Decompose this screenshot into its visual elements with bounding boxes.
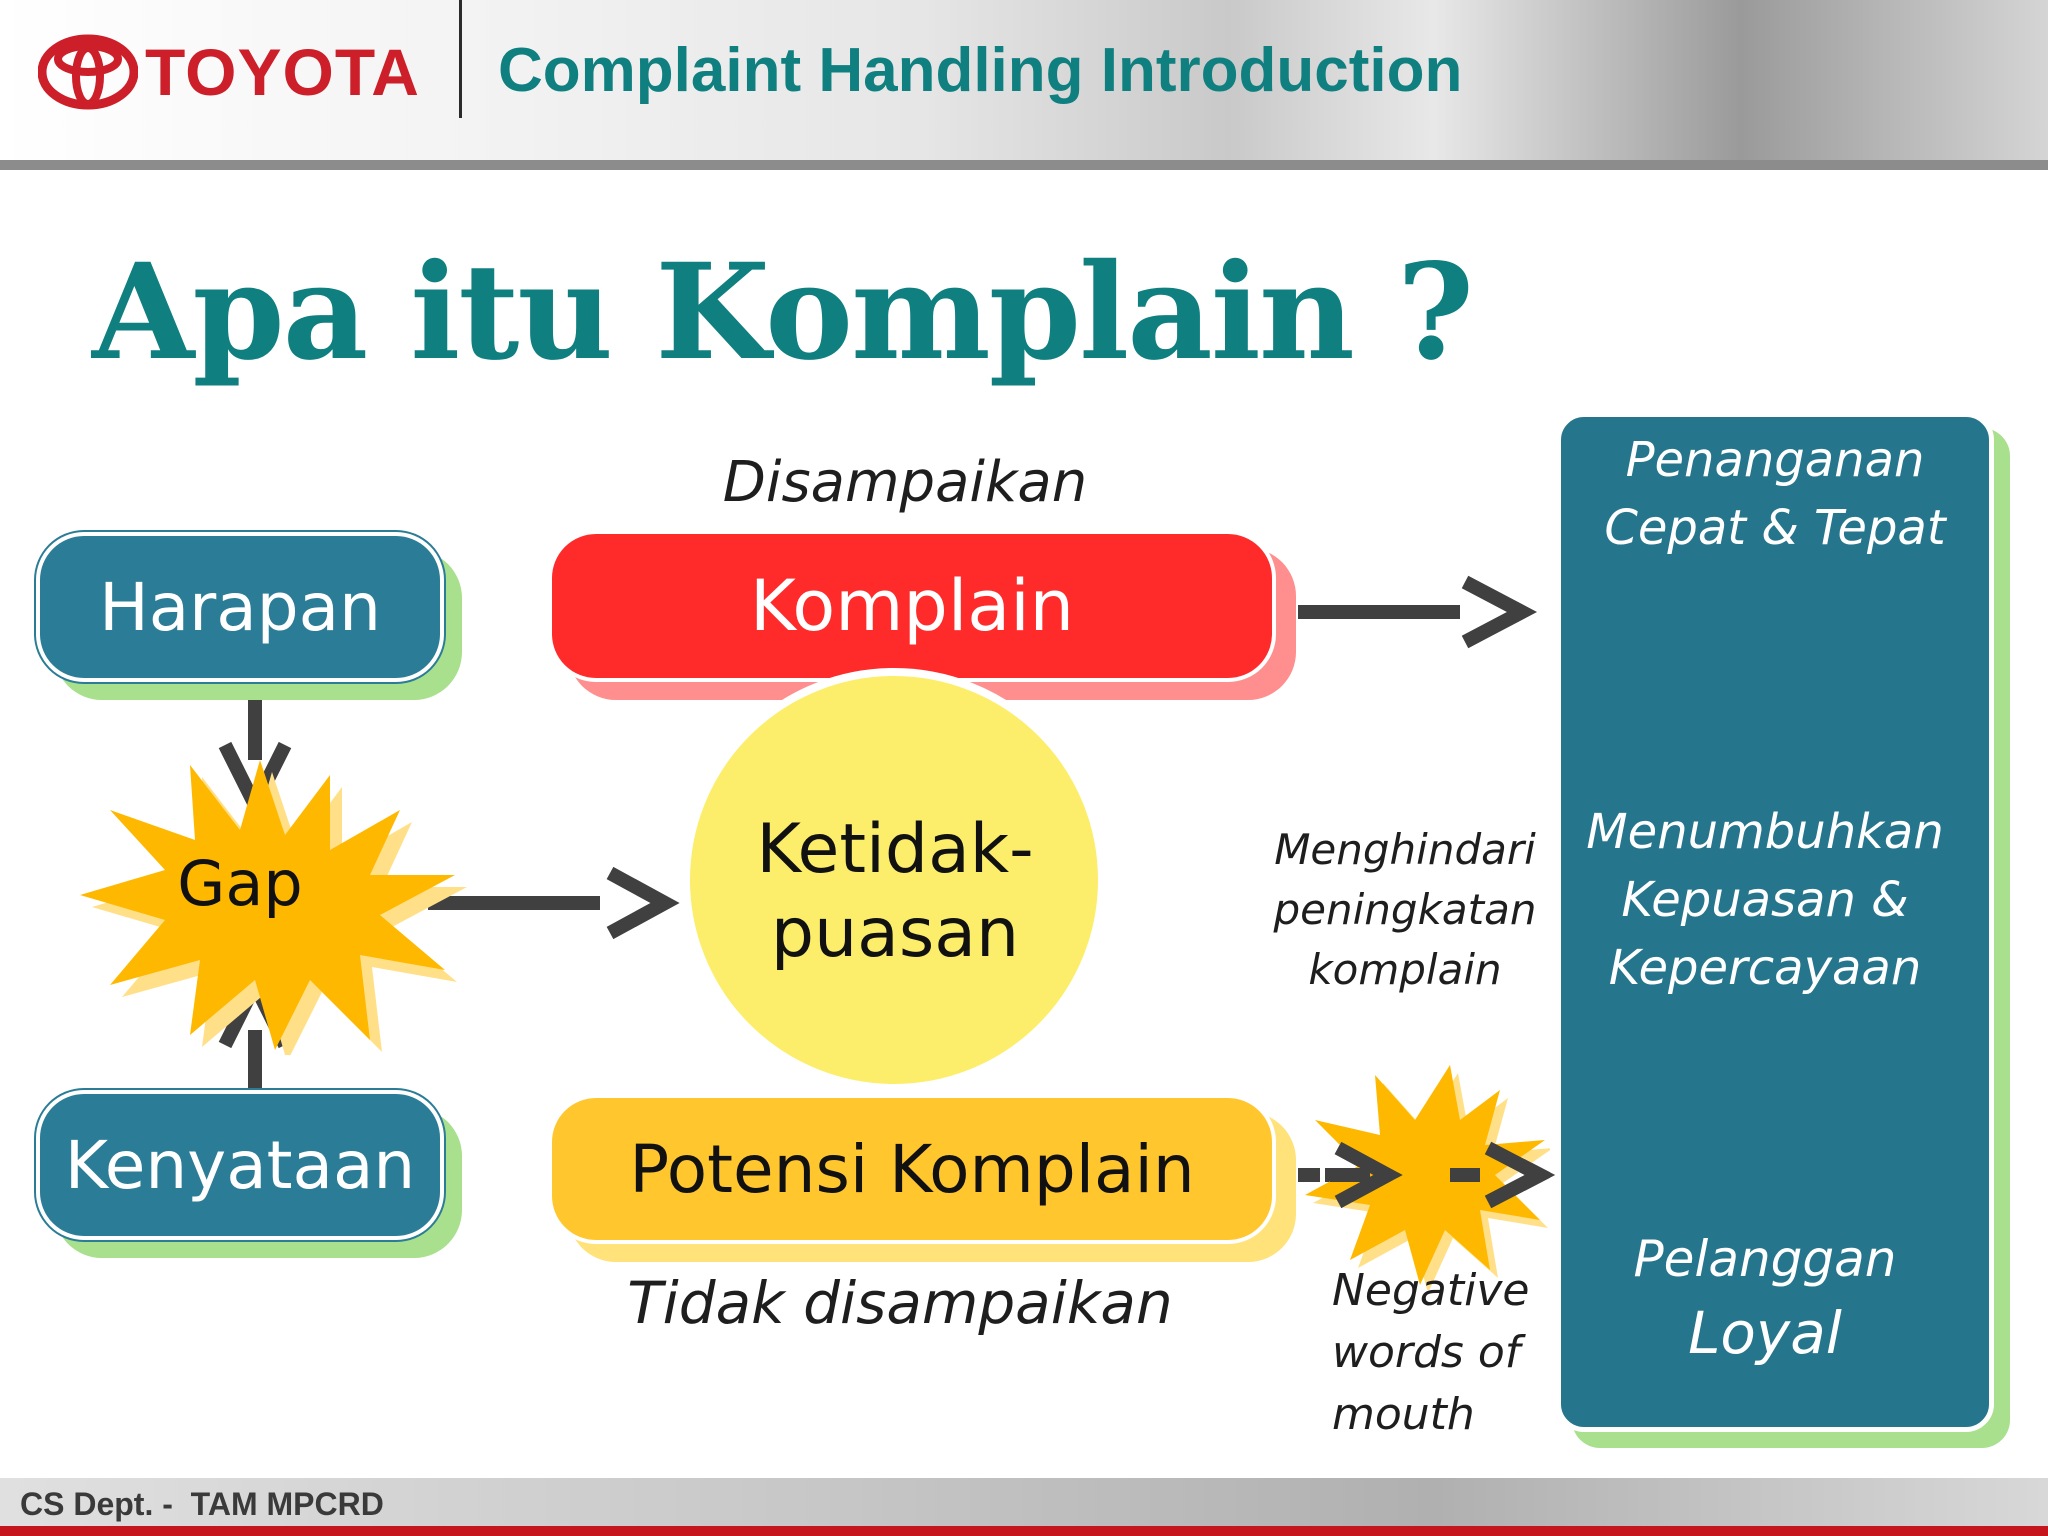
negative-line3: mouth [1332, 1389, 1475, 1440]
footer-text: CS Dept. - TAM MPCRD [20, 1486, 384, 1522]
negative-wom-arrow-overlay [1298, 1141, 1550, 1209]
komplain-box: Komplain [548, 530, 1276, 682]
panel-step2-line1: Menumbuhkan [1586, 804, 1944, 860]
panel-step3-line1: Pelanggan [1633, 1230, 1897, 1288]
panel-step3-line2: Loyal [1688, 1299, 1842, 1367]
panel-step1-line2: Cepat & Tepat [1604, 500, 1946, 556]
menghindari-line1: Menghindari [1274, 825, 1536, 874]
ketidakpuasan-line2: puasan [770, 894, 1020, 973]
right-panel [1556, 412, 1994, 1432]
toyota-wordmark: TOYOTA [145, 35, 420, 109]
kenyataan-label: Kenyataan [64, 1126, 416, 1204]
disampaikan-label: Disampaikan [722, 450, 1088, 515]
footer-red-line [0, 1526, 2048, 1536]
panel-step2-line2: Kepuasan & [1621, 872, 1909, 928]
header-background [0, 0, 2048, 160]
potensi-label: Potensi Komplain [629, 1130, 1195, 1208]
negative-wom-starburst-icon [1305, 1065, 1550, 1290]
tidak-disampaikan-label: Tidak disampaikan [627, 1269, 1173, 1337]
panel-step1: Penanganan Cepat & Tepat [1556, 426, 1994, 562]
menghindari-label: Menghindari peningkatan komplain [1270, 820, 1540, 1000]
footer-bar [0, 1478, 2048, 1526]
menghindari-line2: peningkatan [1273, 885, 1537, 934]
harapan-label: Harapan [99, 568, 381, 646]
negative-line2: words of [1332, 1327, 1521, 1378]
panel-step3: Pelanggan Loyal [1546, 1222, 1984, 1370]
slide-title: Apa itu Komplain ? [92, 235, 1474, 390]
toyota-emblem-icon [37, 34, 139, 110]
arrow-komplain-head [1461, 575, 1538, 649]
kenyataan-box: Kenyataan [36, 1090, 444, 1240]
panel-step1-line1: Penanganan [1625, 432, 1925, 488]
gap-starburst-icon [80, 760, 467, 1055]
negative-wom-label: Negative words of mouth [1300, 1260, 1540, 1446]
toyota-logo: TOYOTA [37, 32, 458, 112]
negative-line1: Negative [1332, 1265, 1530, 1316]
ketidakpuasan-circle [682, 668, 1106, 1092]
header-separator [459, 0, 462, 118]
harapan-box: Harapan [36, 532, 444, 682]
ketidakpuasan-line1: Ketidak- [756, 810, 1034, 889]
arrow-gap-head [606, 866, 680, 940]
gap-label: Gap [177, 847, 303, 920]
komplain-label: Komplain [749, 565, 1075, 647]
menghindari-line3: komplain [1308, 945, 1502, 994]
ketidakpuasan-label: Ketidak- puasan [690, 808, 1100, 976]
panel-step2-line3: Kepercayaan [1608, 940, 1922, 996]
potensi-box: Potensi Komplain [548, 1094, 1276, 1244]
header-title: Complaint Handling Introduction [498, 36, 1463, 105]
header-divider [0, 160, 2048, 170]
panel-step2: Menumbuhkan Kepuasan & Kepercayaan [1546, 798, 1984, 1002]
